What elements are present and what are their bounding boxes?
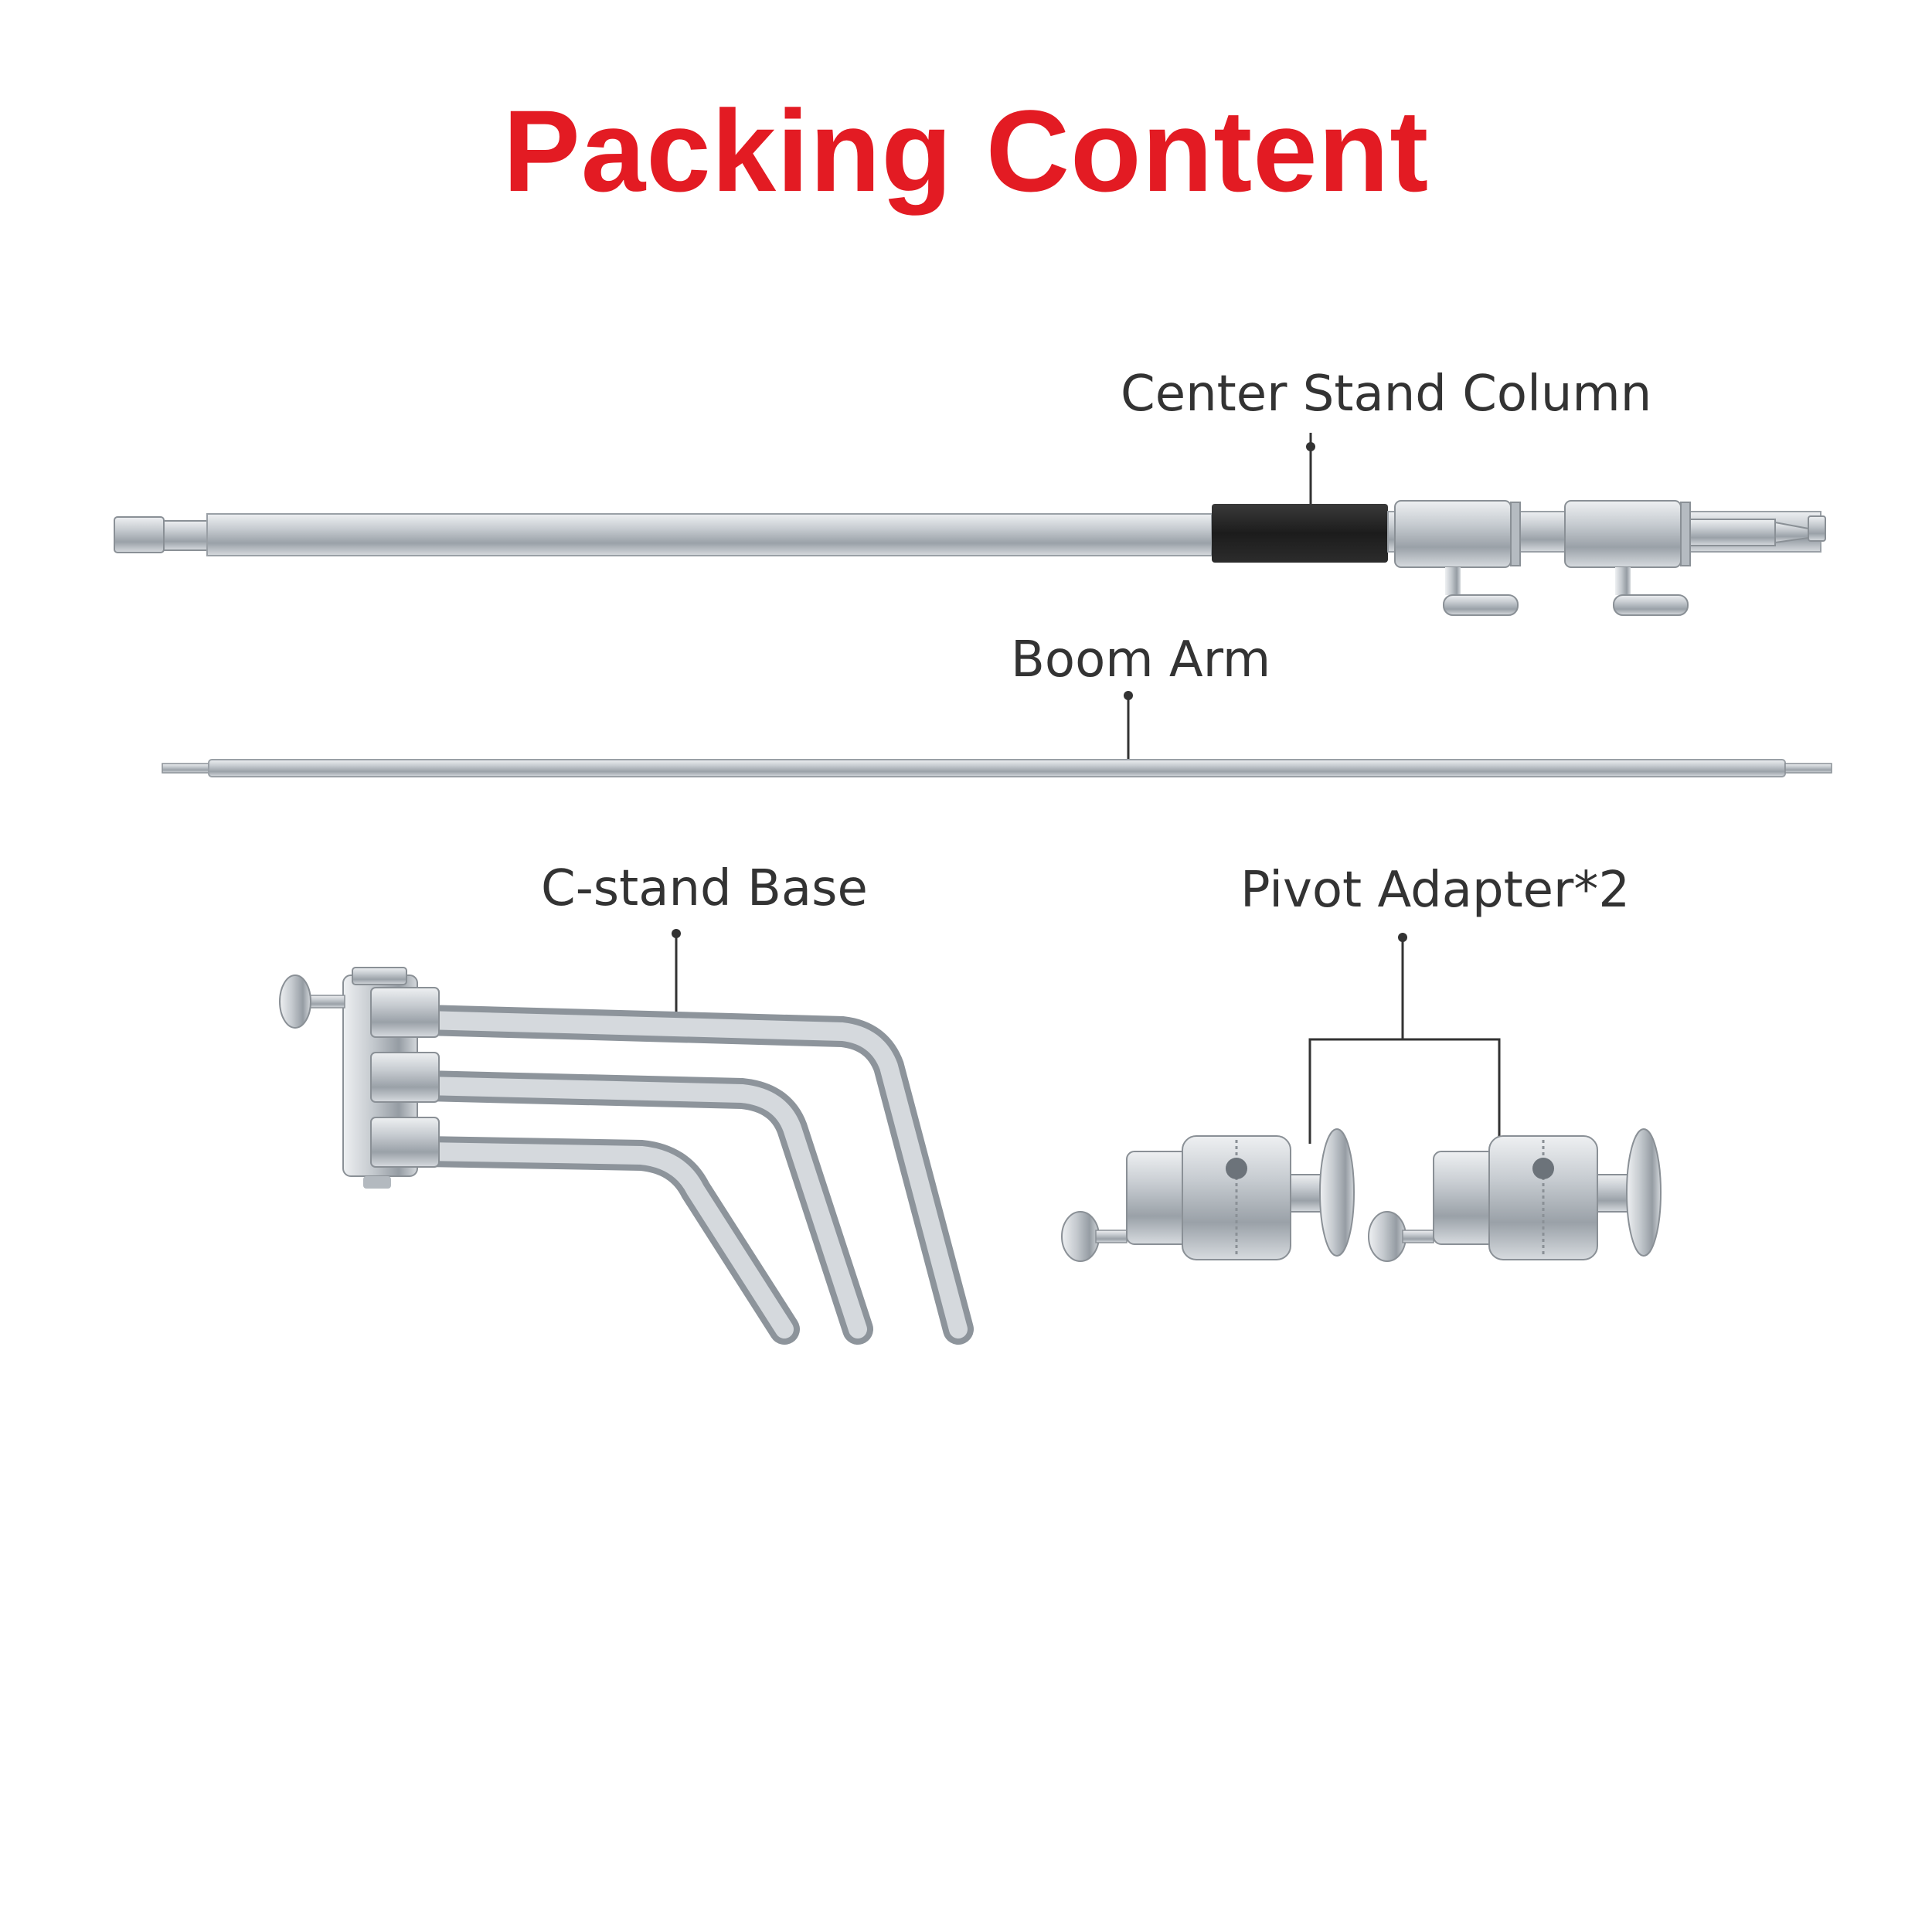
boom-arm-illustration [162,691,1832,777]
page-title: Packing Content [502,86,1430,216]
c-stand-base-illustration [279,929,974,1345]
boom-arm-label: Boom Arm [1011,631,1271,689]
pivot-adapter-illustration [1061,933,1662,1262]
c-stand-base-label: C-stand Base [541,860,868,917]
pivot-adapter-label: Pivot Adapter*2 [1240,862,1631,919]
pivot-adapter-2 [1368,1128,1662,1262]
center-stand-column-illustration [114,433,1826,616]
pivot-adapter-1 [1061,1128,1355,1262]
center-stand-column-label: Center Stand Column [1121,366,1652,423]
